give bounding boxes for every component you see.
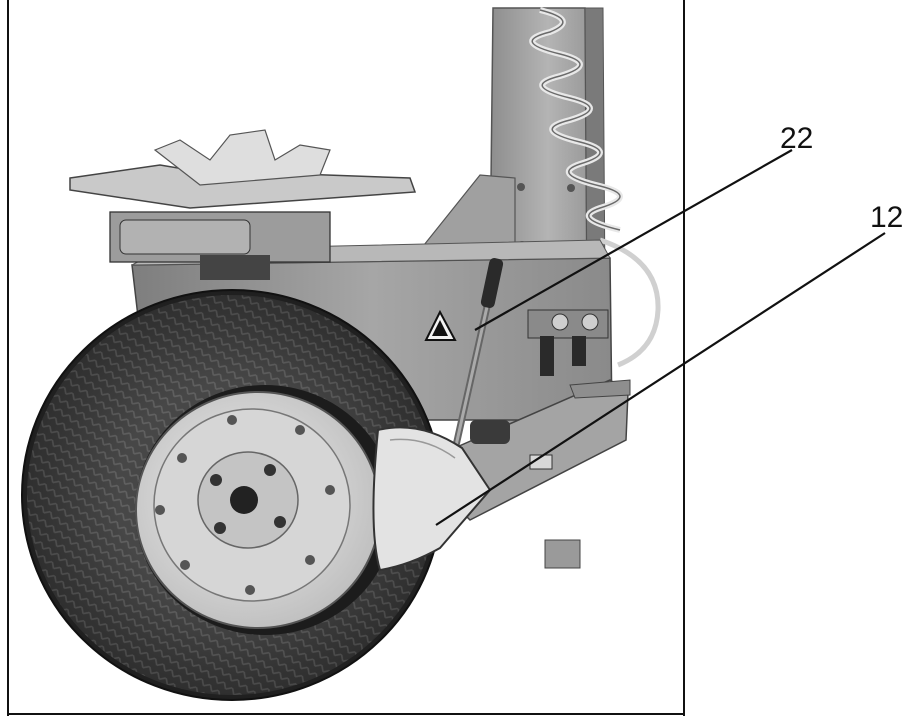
turntable: [69, 129, 417, 280]
wheel-assembly: [21, 289, 443, 701]
callout-22-leader: [474, 149, 793, 331]
photo-frame: [7, 0, 685, 716]
bead-breaker-blade: [372, 426, 492, 572]
callout-12-leader: [435, 232, 886, 526]
bead-breaker-lever: [451, 258, 504, 451]
callout-22-label: 22: [780, 122, 814, 155]
callout-12-label: 12: [870, 201, 904, 234]
air-regulator: [527, 309, 609, 376]
